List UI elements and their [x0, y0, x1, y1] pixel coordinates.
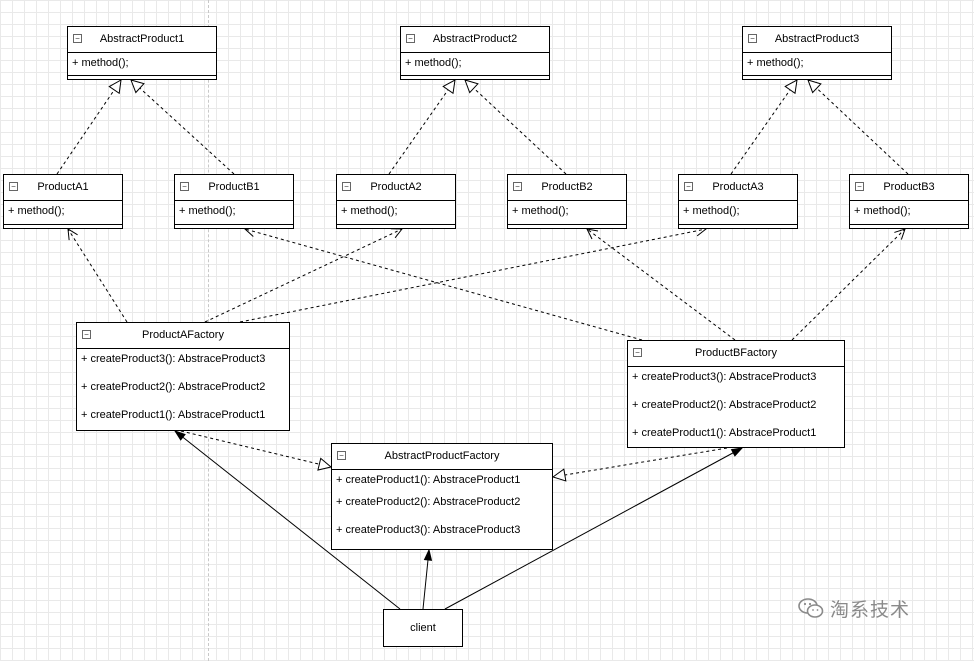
operation: + createProduct3(): AbstraceProduct3: [632, 371, 817, 383]
edge-dependency-arrowhead: [67, 228, 78, 241]
edge-realization-arrowhead: [784, 79, 798, 95]
class-product-b2[interactable]: − ProductB2 + method();: [507, 174, 627, 229]
collapse-icon[interactable]: −: [73, 34, 82, 43]
collapse-icon[interactable]: −: [9, 182, 18, 191]
class-abstract-product-factory[interactable]: − AbstractProductFactory + createProduct1…: [331, 443, 553, 550]
class-name: AbstractProductFactory: [384, 450, 500, 462]
class-name: ProductA1: [37, 181, 89, 193]
operation: + method();: [179, 205, 236, 217]
class-abstract-product-3[interactable]: − AbstractProduct3 + method();: [742, 26, 892, 80]
class-abstract-product-2[interactable]: − AbstractProduct2 + method();: [400, 26, 550, 80]
edge-realization-arrowhead: [807, 79, 822, 94]
edge-dependency-arrowhead: [390, 228, 404, 239]
collapse-icon[interactable]: −: [342, 182, 351, 191]
operation: + createProduct2(): AbstraceProduct2: [336, 496, 521, 508]
operation: + createProduct2(): AbstraceProduct2: [632, 399, 817, 411]
class-product-a3[interactable]: − ProductA3 + method();: [678, 174, 798, 229]
operation: + createProduct3(): AbstraceProduct3: [81, 353, 266, 365]
operation: + method();: [72, 57, 129, 69]
edge-realization: [473, 87, 567, 175]
class-name: ProductBFactory: [695, 347, 777, 359]
class-product-a2[interactable]: − ProductA2 + method();: [336, 174, 456, 229]
edge-realization-arrowhead: [551, 468, 567, 482]
watermark: 淘系技术: [798, 593, 910, 623]
collapse-icon[interactable]: −: [337, 451, 346, 460]
edge-realization-arrowhead: [464, 79, 479, 94]
operation: + createProduct3(): AbstraceProduct3: [336, 524, 521, 536]
edge-realization: [816, 87, 909, 175]
operation: + createProduct1(): AbstraceProduct1: [81, 409, 266, 421]
edge-dependency: [586, 228, 736, 341]
operation: + method();: [747, 57, 804, 69]
collapse-icon[interactable]: −: [82, 330, 91, 339]
class-product-b-factory[interactable]: − ProductBFactory + createProduct3(): Abs…: [627, 340, 845, 448]
edge-dependency-arrowhead: [894, 228, 906, 240]
class-name: ProductB1: [208, 181, 260, 193]
collapse-icon[interactable]: −: [513, 182, 522, 191]
class-name: ProductA2: [370, 181, 422, 193]
watermark-text: 淘系技术: [830, 598, 911, 621]
collapse-icon[interactable]: −: [180, 182, 189, 191]
operation: + method();: [683, 205, 740, 217]
class-name: ProductB2: [541, 181, 593, 193]
operation: + method();: [405, 57, 462, 69]
edge-dependency: [204, 228, 403, 323]
client-box[interactable]: client: [383, 609, 463, 647]
class-product-b1[interactable]: − ProductB1 + method();: [174, 174, 294, 229]
class-product-a-factory[interactable]: − ProductAFactory + createProduct3(): Abs…: [76, 322, 290, 431]
edge-dependency-arrowhead: [586, 228, 599, 240]
collapse-icon[interactable]: −: [633, 348, 642, 357]
class-name: ProductA3: [712, 181, 764, 193]
class-name: ProductB3: [883, 181, 935, 193]
edge-realization: [56, 89, 115, 175]
edge-dependency: [244, 228, 643, 341]
edge-association-arrowhead: [423, 548, 433, 561]
edge-realization: [139, 87, 235, 175]
collapse-icon[interactable]: −: [855, 182, 864, 191]
class-name: AbstractProduct3: [774, 33, 860, 45]
edge-realization: [388, 89, 449, 175]
edge-realization-arrowhead: [108, 79, 122, 95]
operation: + method();: [512, 205, 569, 217]
class-name: AbstractProduct2: [432, 33, 518, 45]
edge-association-arrowhead: [730, 447, 744, 457]
wechat-icon: [798, 597, 824, 619]
operation: + createProduct1(): AbstraceProduct1: [632, 427, 817, 439]
edge-dependency: [239, 228, 707, 323]
class-product-b3[interactable]: − ProductB3 + method();: [849, 174, 969, 229]
edge-association: [422, 549, 430, 610]
client-label: client: [410, 622, 436, 634]
operation: + method();: [8, 205, 65, 217]
edge-realization: [730, 89, 791, 175]
collapse-icon[interactable]: −: [748, 34, 757, 43]
operation: + method();: [341, 205, 398, 217]
class-name: AbstractProduct1: [99, 33, 185, 45]
edge-realization: [180, 430, 320, 465]
operation: + createProduct1(): AbstraceProduct1: [336, 474, 521, 486]
edge-realization-arrowhead: [317, 457, 333, 471]
class-product-a1[interactable]: − ProductA1 + method();: [3, 174, 123, 229]
edge-realization-arrowhead: [130, 79, 145, 94]
operation: + method();: [854, 205, 911, 217]
class-abstract-product-1[interactable]: − AbstractProduct1 + method();: [67, 26, 217, 80]
edge-realization: [564, 447, 728, 476]
edge-dependency: [791, 228, 906, 341]
class-name: ProductAFactory: [142, 329, 224, 341]
collapse-icon[interactable]: −: [406, 34, 415, 43]
edge-dependency: [67, 228, 128, 323]
edge-realization-arrowhead: [442, 79, 456, 95]
edge-association-arrowhead: [173, 430, 186, 441]
collapse-icon[interactable]: −: [684, 182, 693, 191]
operation: + createProduct2(): AbstraceProduct2: [81, 381, 266, 393]
